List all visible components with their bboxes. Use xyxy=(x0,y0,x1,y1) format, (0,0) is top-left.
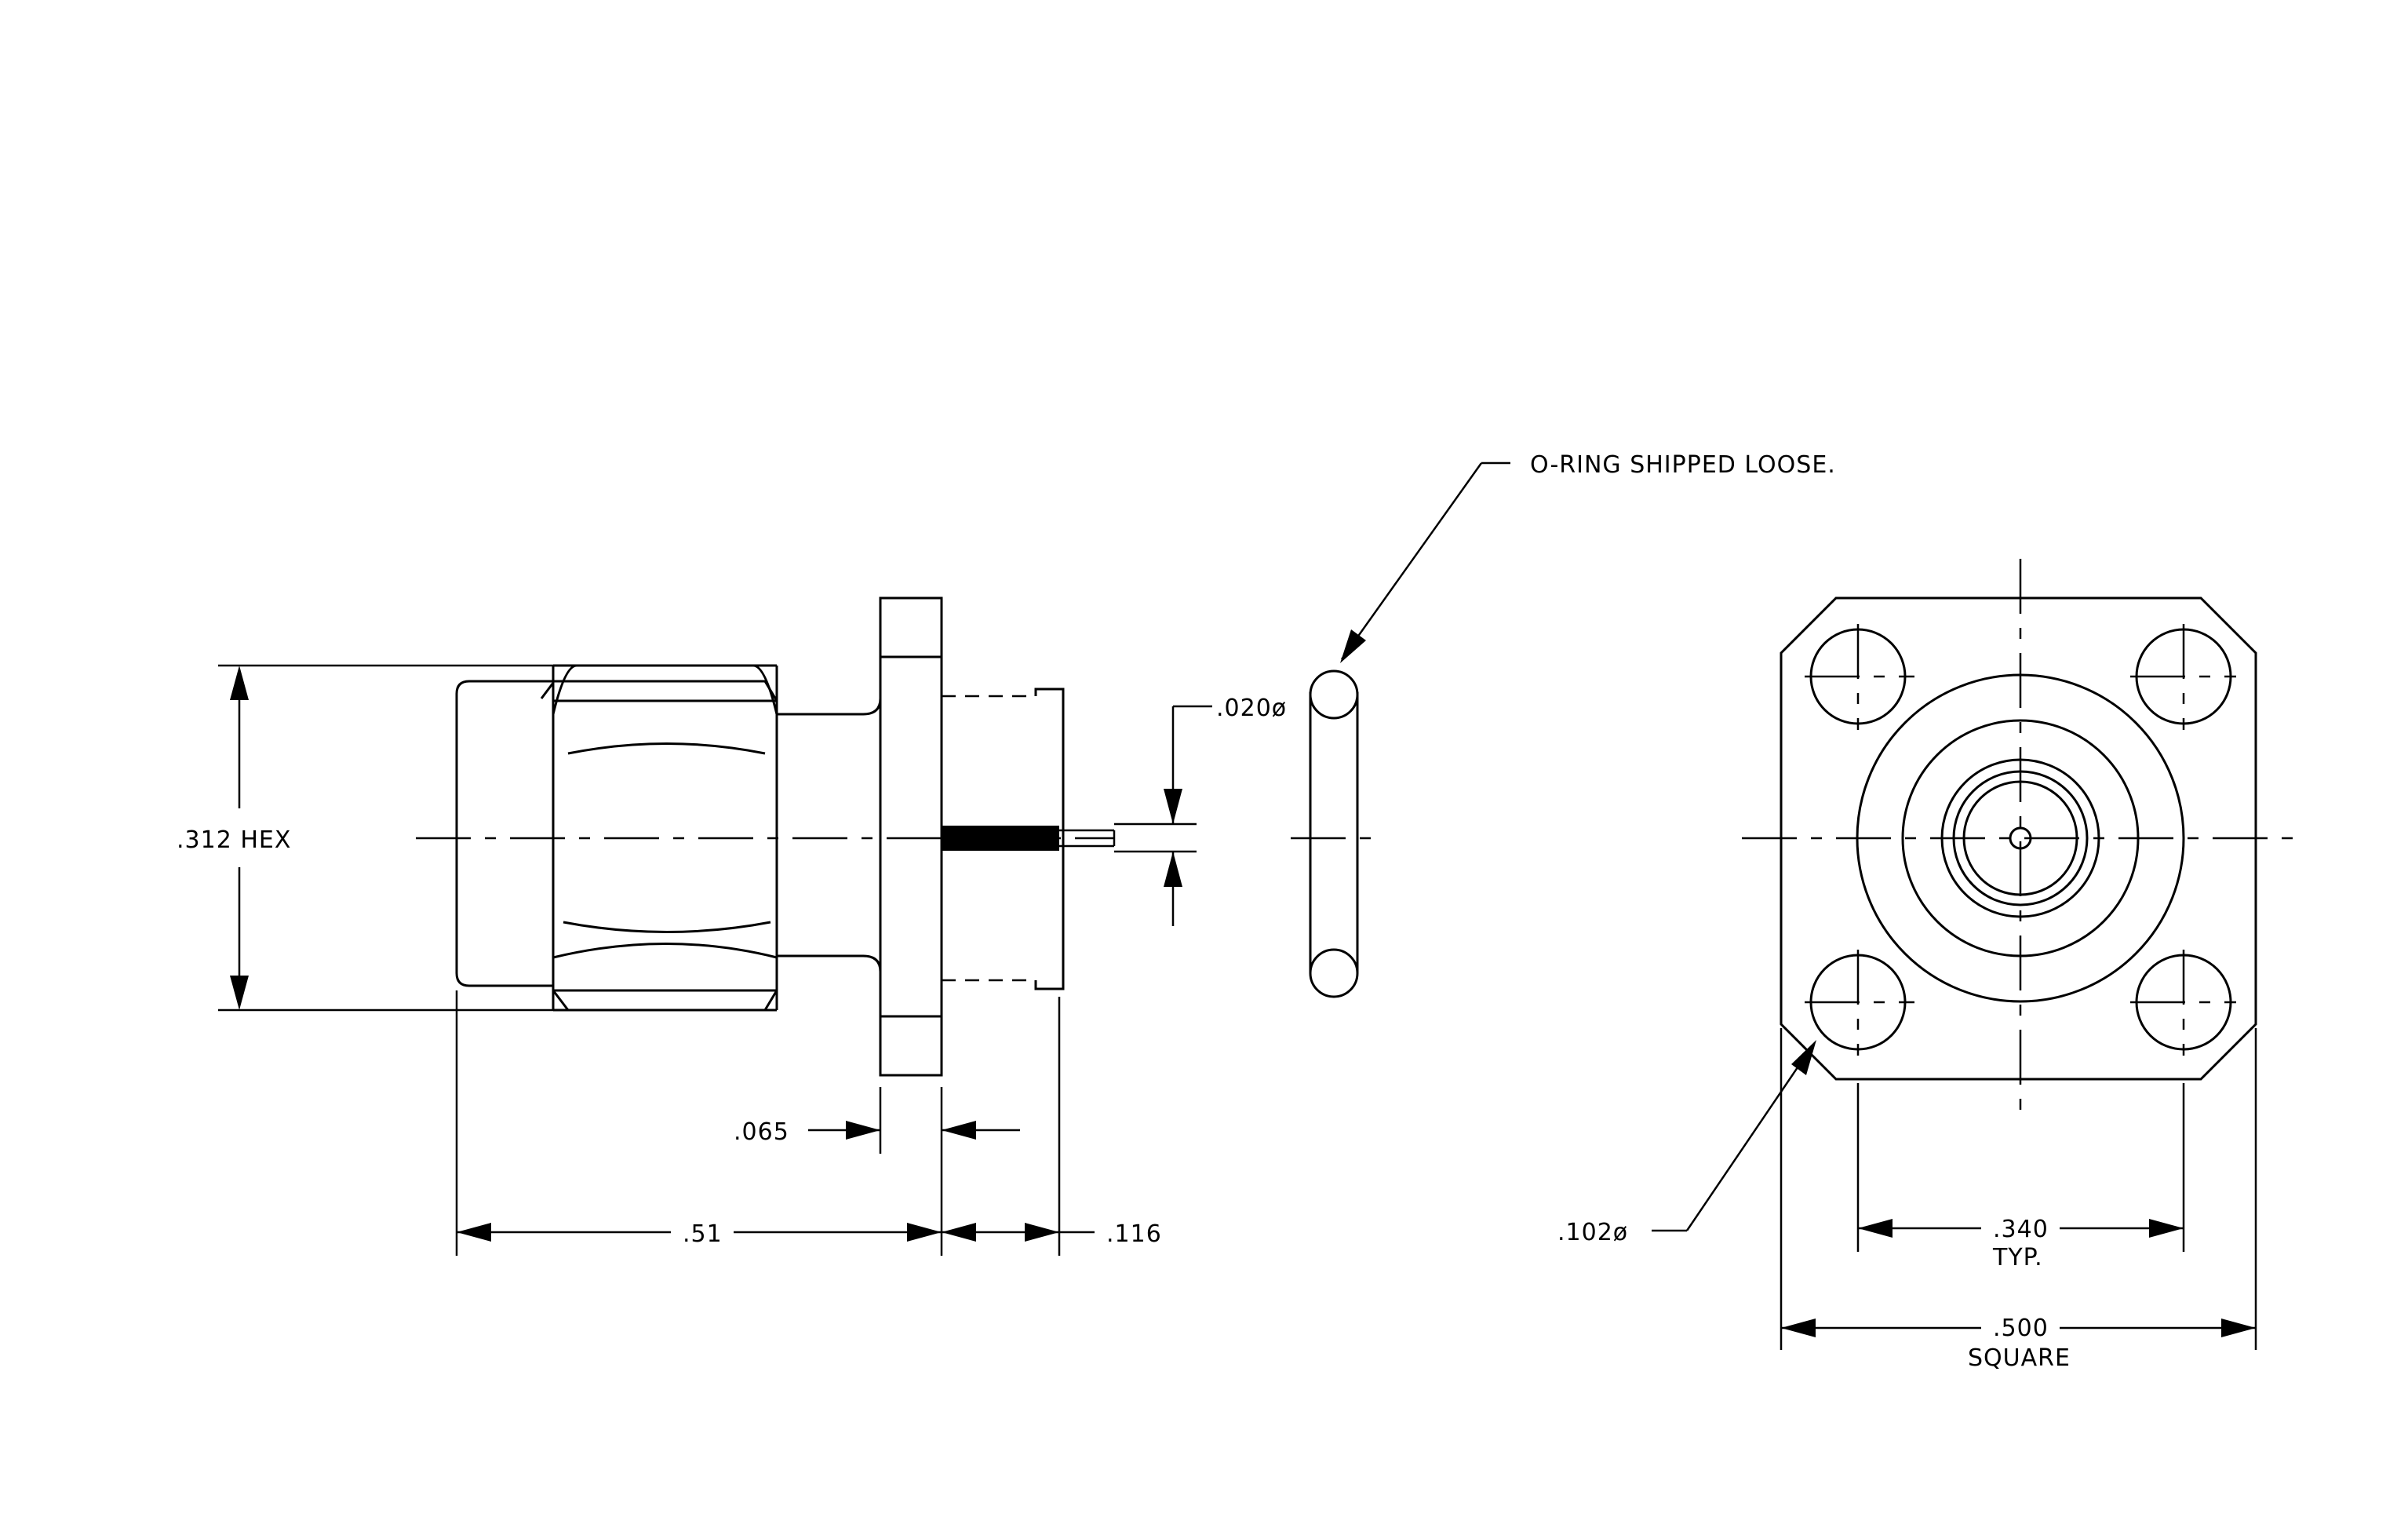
pin-length-label: .116 xyxy=(1106,1220,1162,1248)
hex-dimension-label: .312 HEX xyxy=(177,826,291,854)
flange-side xyxy=(879,596,943,1077)
flange-size-note: SQUARE xyxy=(1968,1344,2071,1372)
hole-diameter-label: .102ø xyxy=(1557,1219,1628,1246)
hole-spacing-label: .340 xyxy=(1993,1216,2049,1243)
overall-length-label: .51 xyxy=(683,1220,723,1248)
side-view: .312 HEX .020ø .065 .51 .116 xyxy=(177,596,1287,1256)
hex-nut xyxy=(552,680,778,1012)
flange-size-label: .500 xyxy=(1993,1315,2049,1342)
pin-diameter-label: .020ø xyxy=(1216,695,1287,722)
flange-thickness-label: .065 xyxy=(734,1118,789,1146)
o-ring-view: O-RING SHIPPED LOOSE. xyxy=(1291,451,1836,998)
connector-body-rear xyxy=(455,680,553,987)
o-ring-note: O-RING SHIPPED LOOSE. xyxy=(1530,451,1836,479)
flange-outline-front xyxy=(1780,596,2257,1081)
o-ring-section-bottom xyxy=(1309,948,1359,998)
hole-spacing-note: TYP. xyxy=(1992,1244,2043,1271)
front-view: .102ø .340 TYP. .500 SQUARE xyxy=(1557,559,2299,1372)
o-ring-section-top xyxy=(1309,669,1359,720)
